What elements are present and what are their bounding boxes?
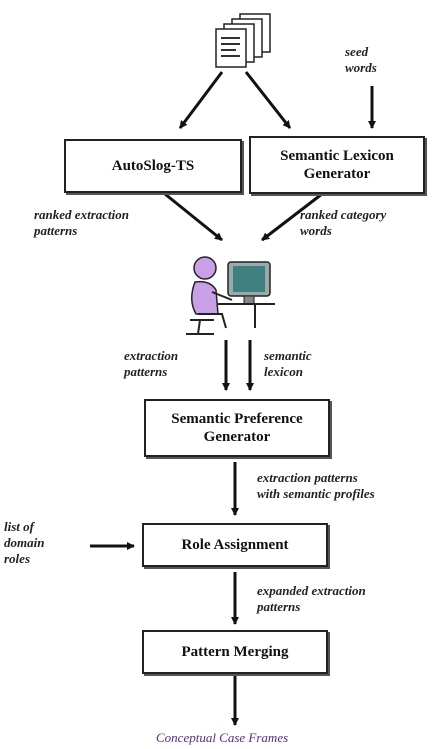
conceptual-case-frames-output: Conceptual Case Frames	[156, 730, 289, 745]
domain-roles-label: list of domain roles	[4, 519, 45, 566]
pattern-merging-label: Pattern Merging	[181, 644, 289, 660]
ranked-extraction-patterns-label: ranked extraction patterns	[34, 207, 129, 238]
person-at-computer-icon	[186, 256, 275, 335]
semantic-lexicon-generator-box: Semantic Lexicon Generator	[249, 136, 425, 194]
arrow-autoslog-to-user	[164, 192, 223, 242]
role-assignment-box: Role Assignment	[142, 523, 328, 567]
preference-label-line-1: Semantic Preference	[171, 411, 303, 427]
role-assignment-label: Role Assignment	[181, 537, 289, 553]
arrow-lexicon-to-user	[261, 192, 323, 242]
arrow-docs-to-lexicon	[244, 71, 292, 129]
expanded-extraction-patterns-label: expanded extraction patterns	[257, 583, 366, 614]
lexicon-label-line-1: Semantic Lexicon	[280, 148, 394, 164]
semantic-preference-generator-box: Semantic Preference Generator	[144, 399, 330, 457]
arrow-docs-to-autoslog	[178, 71, 224, 129]
pattern-merging-box: Pattern Merging	[142, 630, 328, 674]
autoslog-box: AutoSlog-TS	[64, 139, 242, 193]
seed-words-label: seed words	[345, 44, 377, 75]
preference-label-line-2: Generator	[203, 429, 271, 445]
ranked-category-words-label: ranked category words	[300, 207, 387, 238]
flow-arrows	[90, 71, 376, 726]
autoslog-label: AutoSlog-TS	[111, 158, 195, 174]
semantic-profiles-label: extraction patterns with semantic profil…	[257, 470, 375, 501]
semantic-lexicon-label: semantic lexicon	[264, 348, 312, 379]
document-stack-icon	[215, 13, 271, 68]
extraction-patterns-label: extraction patterns	[124, 348, 179, 379]
lexicon-label-line-2: Generator	[303, 166, 371, 182]
